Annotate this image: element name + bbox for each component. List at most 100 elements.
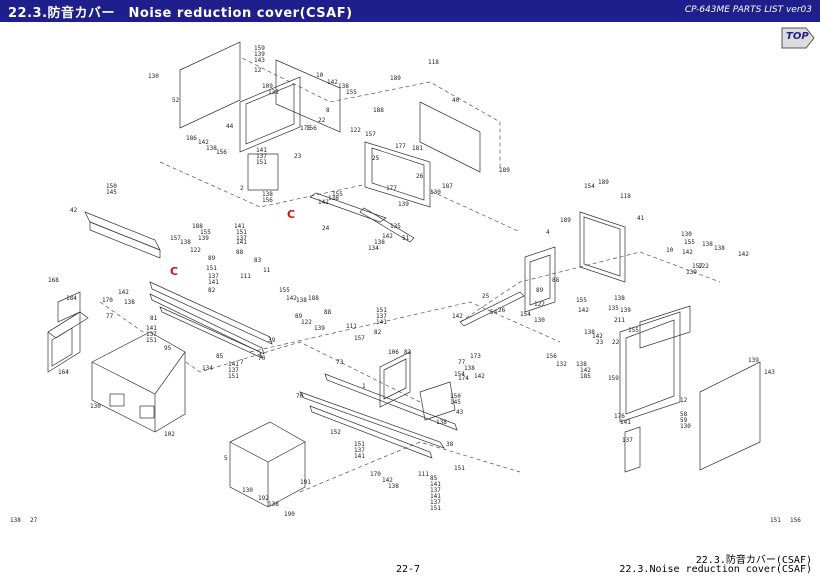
- part-label: 137: [146, 331, 157, 338]
- part-label: 43: [456, 409, 464, 416]
- part-label: 137: [236, 235, 247, 242]
- part-label: 188: [192, 223, 203, 230]
- part-label: 155: [332, 191, 343, 198]
- part-label: 137: [228, 367, 239, 374]
- part-label: 88: [236, 249, 244, 256]
- part-label: 159: [254, 45, 265, 52]
- part-label: 142: [318, 199, 329, 206]
- part-label: 177: [386, 185, 397, 192]
- footer-title-en: 22.3.Noise reduction cover(CSAF): [619, 564, 812, 575]
- part-label: 130: [534, 317, 545, 324]
- part-label: 142: [382, 233, 393, 240]
- page-header: 22.3.防音カバー Noise reduction cover(CSAF) C…: [0, 0, 820, 22]
- marker-c-lower: C: [170, 265, 178, 278]
- part-label: 77: [106, 313, 114, 320]
- part-label: 189: [390, 75, 401, 82]
- part-label: 134: [368, 245, 379, 252]
- part-label: 10: [316, 72, 324, 79]
- part-label: 122: [698, 263, 709, 270]
- part-label: 150: [450, 393, 461, 400]
- part-label: 138: [206, 145, 217, 152]
- part-label: 8: [326, 107, 330, 114]
- part-label: 155: [279, 287, 290, 294]
- part-label: 168: [48, 277, 59, 284]
- part-label: 111: [346, 323, 357, 330]
- part-label: 154: [454, 371, 465, 378]
- part-label: 41: [637, 215, 645, 222]
- part-label: 141: [430, 481, 441, 488]
- part-label: 130: [430, 189, 441, 196]
- part-label: 141: [236, 239, 247, 246]
- part-label: 111: [418, 471, 429, 478]
- part-label: 151: [146, 337, 157, 344]
- part-label: 118: [428, 59, 439, 66]
- part-label: 83: [404, 349, 412, 356]
- part-label: 73: [336, 359, 344, 366]
- part-label: 7: [240, 359, 244, 366]
- part-label: 156: [790, 517, 801, 524]
- part-label: 150: [106, 183, 117, 190]
- part-label: 155: [684, 239, 695, 246]
- part-label: 118: [620, 193, 631, 200]
- part-label: 139: [198, 235, 209, 242]
- part-label: 111: [240, 273, 251, 280]
- part-label: 39: [268, 337, 276, 344]
- part-label: 142: [580, 367, 591, 374]
- part-label: 95: [164, 345, 172, 352]
- top-button[interactable]: TOP: [780, 26, 816, 50]
- section-title: 22.3.防音カバー Noise reduction cover(CSAF): [8, 6, 353, 21]
- top-arrow-icon: [781, 27, 815, 49]
- part-label: 155: [628, 327, 639, 334]
- part-label: 137: [256, 153, 267, 160]
- part-label: 26: [498, 307, 506, 314]
- part-label: 156: [306, 125, 317, 132]
- part-label: 141: [208, 279, 219, 286]
- part-label: 156: [216, 149, 227, 156]
- part-label: 109: [262, 83, 273, 90]
- part-label: 141: [256, 147, 267, 154]
- part-label: 138: [388, 483, 399, 490]
- part-label: 188: [308, 295, 319, 302]
- part-label: 25: [482, 293, 490, 300]
- part-label: 181: [412, 145, 423, 152]
- part-label: 151: [206, 265, 217, 272]
- part-label: 139: [620, 307, 631, 314]
- part-label: 44: [226, 123, 234, 130]
- part-label: 12: [680, 397, 688, 404]
- part-label: 176: [614, 413, 625, 420]
- part-label: 151: [236, 229, 247, 236]
- part-label: 70: [296, 393, 304, 400]
- part-label: 89: [295, 313, 303, 320]
- part-label: 151: [430, 505, 441, 512]
- part-label: 51: [402, 235, 410, 242]
- part-label: 135: [608, 305, 619, 312]
- part-label: 156: [262, 197, 273, 204]
- part-label: 70: [258, 355, 266, 362]
- part-label: 141: [234, 223, 245, 230]
- part-label: 142: [578, 307, 589, 314]
- part-label: 159: [608, 375, 619, 382]
- part-label: 11: [263, 267, 271, 274]
- part-label: 154: [584, 183, 595, 190]
- part-label: 138: [614, 295, 625, 302]
- part-label: 142: [198, 139, 209, 146]
- part-label: 157: [365, 131, 376, 138]
- part-label: 85: [216, 353, 224, 360]
- part-label: 4: [546, 229, 550, 236]
- part-label: 12: [254, 67, 262, 74]
- part-label: 138: [296, 297, 307, 304]
- part-label: 142: [327, 79, 338, 86]
- part-number-labels: 1591391431213052441014213815510913282215…: [10, 45, 801, 524]
- part-label: 2: [240, 185, 244, 192]
- part-label: 38: [446, 441, 454, 448]
- part-label: 88: [324, 309, 332, 316]
- part-label: 141: [146, 325, 157, 332]
- part-label: 142: [382, 477, 393, 484]
- part-label: 139: [686, 269, 697, 276]
- part-label: 142: [738, 251, 749, 258]
- part-label: 81: [150, 315, 158, 322]
- part-label: 189: [499, 167, 510, 174]
- part-label: 54: [490, 309, 498, 316]
- part-label: 22: [612, 339, 620, 346]
- part-label: 151: [770, 517, 781, 524]
